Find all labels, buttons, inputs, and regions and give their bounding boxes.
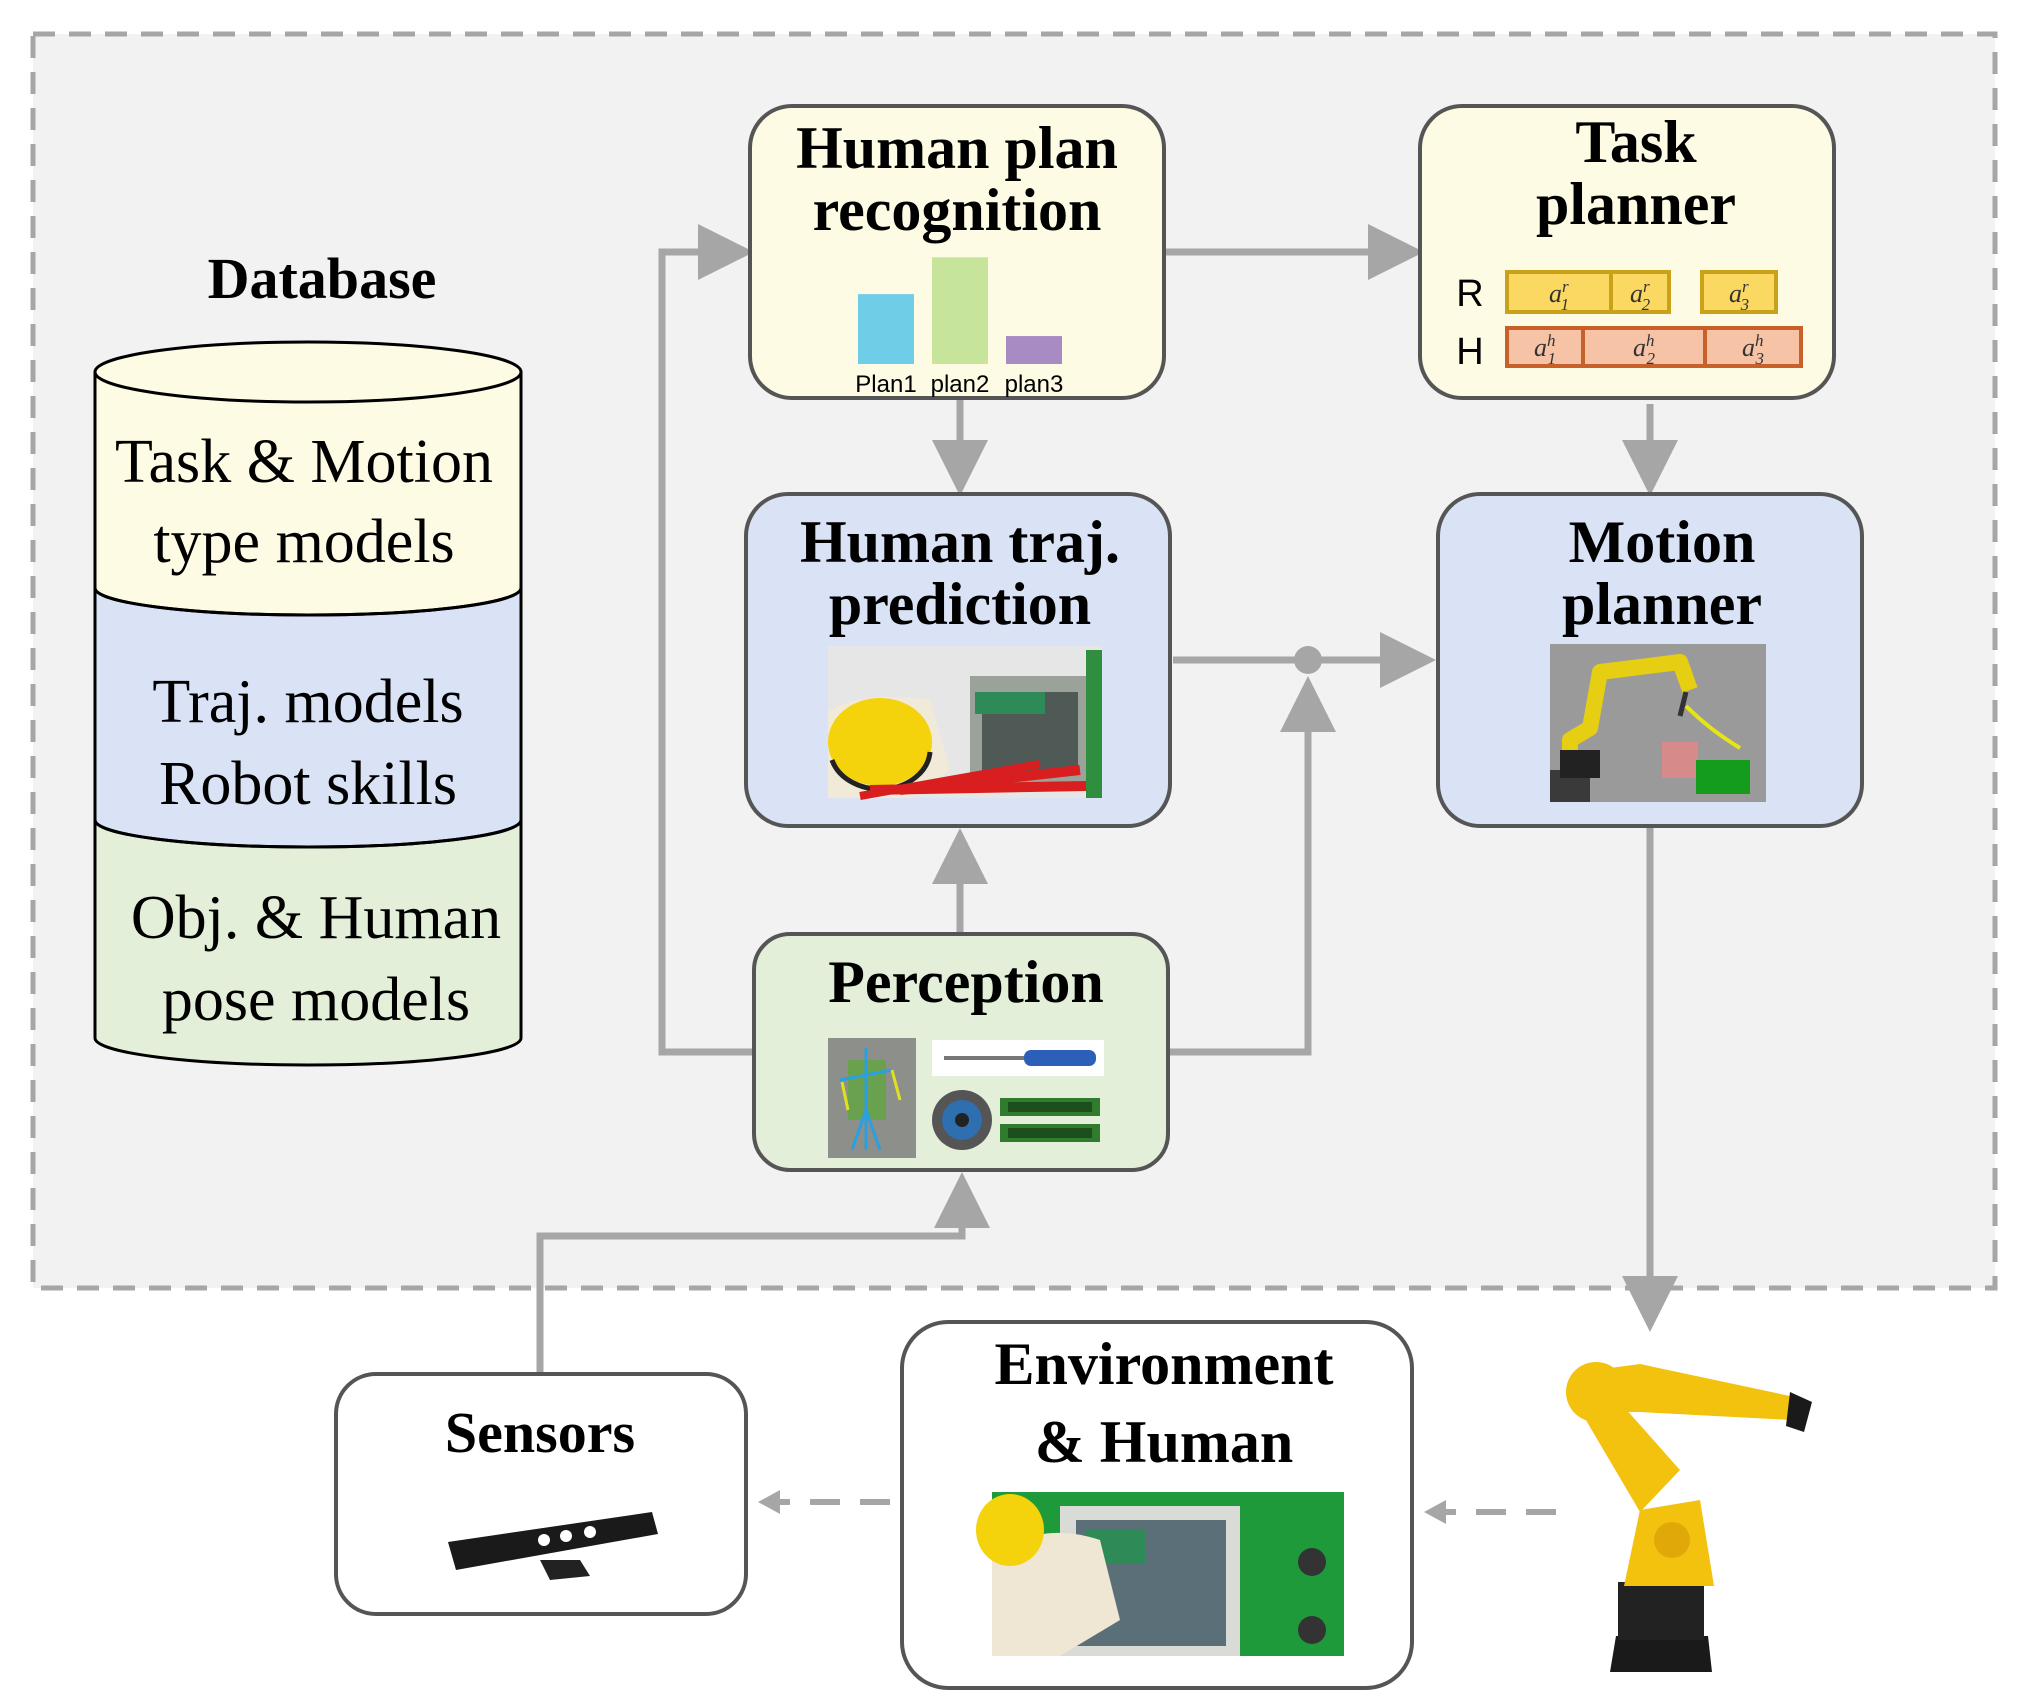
svg-text:ar1: ar1 bbox=[1549, 277, 1569, 314]
perception-human-pose-image bbox=[828, 1038, 916, 1158]
svg-text:ah3: ah3 bbox=[1742, 331, 1764, 368]
task-planner-box bbox=[1418, 104, 1836, 400]
perception-ram-image bbox=[1000, 1098, 1100, 1142]
plan-bar-label-1: Plan1 bbox=[855, 371, 916, 398]
database-layer3-line2: pose models bbox=[162, 966, 470, 1034]
kinect-sensor-icon bbox=[448, 1512, 658, 1580]
database-layer2-line1: Traj. models bbox=[152, 668, 463, 736]
plan-bar-2 bbox=[932, 257, 988, 364]
database-top bbox=[93, 340, 523, 404]
perception-cpu-fan-image bbox=[932, 1090, 992, 1150]
robot-row-label: R bbox=[1456, 273, 1483, 315]
plan-bar-label-3: plan3 bbox=[1005, 371, 1064, 398]
plan-bar-1 bbox=[858, 294, 914, 364]
sensors-box bbox=[334, 1372, 748, 1616]
task-planner-title-line2: planner bbox=[1536, 171, 1736, 237]
robot-action-2 bbox=[1609, 270, 1671, 314]
industrial-robot-arm bbox=[1566, 1362, 1812, 1672]
human-action-2 bbox=[1581, 326, 1707, 368]
motion-planner-sim-image bbox=[1550, 644, 1766, 802]
robot-action-1 bbox=[1505, 270, 1613, 314]
human-action-1 bbox=[1505, 326, 1585, 368]
plan-bar-3 bbox=[1006, 336, 1062, 364]
plan-probability-chart: Plan1 plan2 plan3 bbox=[855, 257, 1063, 398]
database-title: Database bbox=[208, 246, 437, 311]
traj-prediction-title-line2: prediction bbox=[829, 571, 1091, 637]
database-layer-pose bbox=[93, 818, 523, 1067]
task-planner-title-line1: Task bbox=[1575, 109, 1697, 175]
svg-text:ar3: ar3 bbox=[1729, 277, 1749, 314]
database-layer1-line1: Task & Motion bbox=[115, 428, 493, 496]
traj-prediction-title-line1: Human traj. bbox=[800, 509, 1120, 575]
environment-title-line2: & Human bbox=[1035, 1409, 1293, 1475]
perception-screwdriver-image bbox=[932, 1040, 1104, 1076]
human-action-3 bbox=[1703, 326, 1803, 368]
plan-recognition-title-line1: Human plan bbox=[796, 115, 1118, 181]
database-layer1-line2: type models bbox=[153, 508, 454, 576]
environment-photo bbox=[976, 1492, 1344, 1656]
robot-action-3 bbox=[1700, 270, 1778, 314]
database-cylinder bbox=[93, 340, 523, 1067]
database-layer3-line1: Obj. & Human bbox=[131, 884, 501, 952]
database-layer2-line2: Robot skills bbox=[159, 750, 457, 818]
plan-bar-label-2: plan2 bbox=[931, 371, 990, 398]
environment-title-line1: Environment bbox=[995, 1331, 1334, 1397]
svg-text:ar2: ar2 bbox=[1630, 277, 1651, 314]
perception-title: Perception bbox=[828, 949, 1103, 1015]
plan-recognition-title-line2: recognition bbox=[813, 177, 1102, 243]
traj-prediction-photo bbox=[828, 646, 1102, 800]
junction-dot bbox=[1294, 646, 1322, 674]
dashed-arrows bbox=[770, 1499, 1556, 1515]
sensors-title: Sensors bbox=[445, 1400, 635, 1465]
plan-recognition-box bbox=[748, 104, 1166, 400]
svg-text:ah1: ah1 bbox=[1534, 331, 1556, 368]
motion-planner-title-line1: Motion bbox=[1569, 509, 1756, 575]
motion-planner-title-line2: planner bbox=[1562, 571, 1762, 637]
svg-text:ah2: ah2 bbox=[1633, 331, 1656, 368]
human-row-label: H bbox=[1456, 331, 1483, 373]
